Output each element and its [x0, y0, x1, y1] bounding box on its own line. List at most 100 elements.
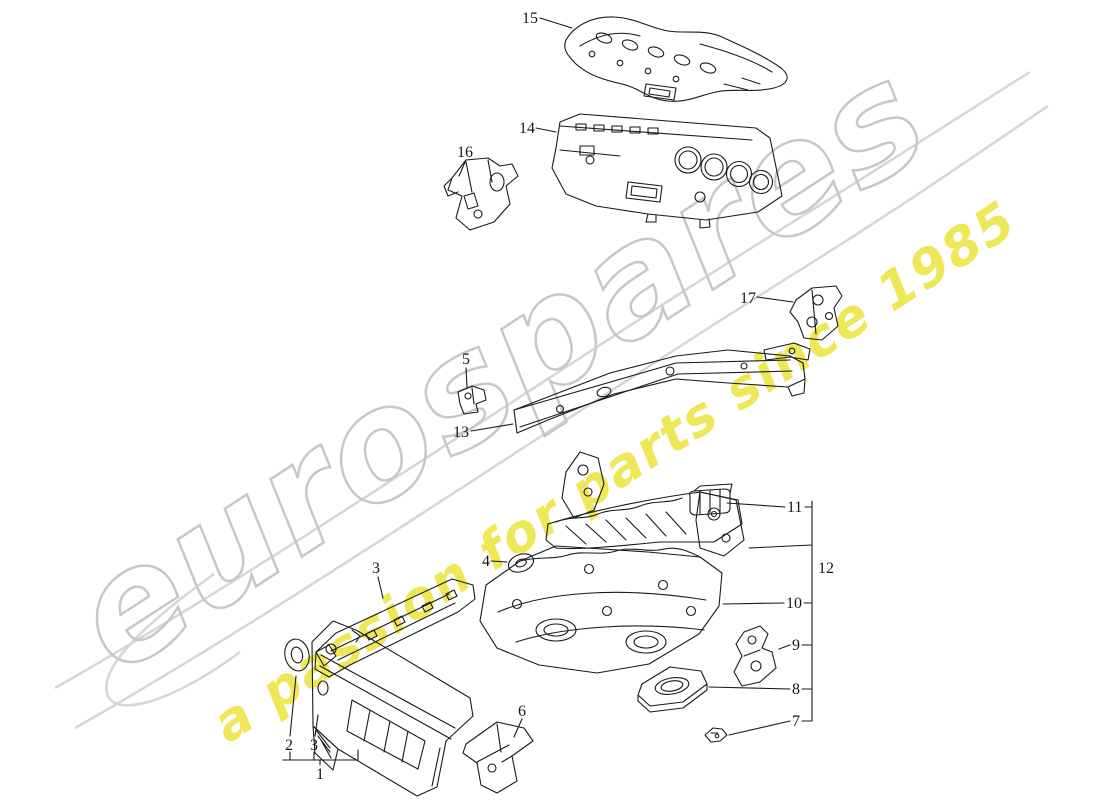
part-hole: [583, 487, 593, 497]
part-detail: [579, 32, 773, 91]
bracket-1: [282, 749, 359, 766]
part-front-panel-3: [314, 578, 476, 678]
part-closing-panel-6: [462, 721, 534, 794]
part-outline: [284, 638, 310, 672]
part-hole: [654, 677, 690, 695]
part-front-panel-assembly-1: [311, 620, 474, 797]
part-hole: [555, 404, 565, 414]
part-detail: [497, 547, 707, 643]
part-hole: [644, 67, 652, 75]
callout-13[interactable]: 13: [453, 424, 469, 441]
callout-15[interactable]: 15: [522, 10, 538, 27]
part-clip-7: [704, 727, 728, 743]
part-detail: [513, 359, 806, 428]
gauge-hole: [674, 146, 702, 174]
part-hole: [750, 660, 762, 672]
leader-14: [535, 127, 557, 133]
leader-10: [722, 602, 785, 605]
callout-2[interactable]: 2: [285, 737, 293, 754]
part-hole: [714, 733, 720, 739]
callout-10[interactable]: 10: [786, 595, 802, 612]
radiator-opening: [346, 699, 426, 770]
leader-8: [708, 686, 791, 690]
gauge-hole-inner: [704, 157, 724, 177]
callout-leader-lines: [282, 17, 813, 766]
callout-4[interactable]: 4: [482, 553, 490, 570]
callout-12[interactable]: 12: [818, 560, 834, 577]
part-hole: [595, 32, 613, 44]
pan-depression: [625, 630, 667, 654]
crossbeam: [319, 654, 456, 787]
part-hole: [621, 39, 639, 51]
hatch-lines: [565, 511, 687, 545]
gusset-fin: [561, 451, 605, 519]
callout-8[interactable]: 8: [792, 681, 800, 698]
part-outline: [637, 666, 708, 707]
callout-7[interactable]: 7: [792, 713, 800, 730]
gauge-hole: [700, 153, 728, 181]
part-hole: [657, 579, 669, 591]
part-mount-frame-8: [637, 666, 708, 713]
callout-16[interactable]: 16: [457, 144, 473, 161]
callout-14[interactable]: 14: [519, 120, 535, 137]
callout-numbers: 15 14 16 17 5 13 11 12 4 3 10 9 8 7 2 3 …: [285, 10, 834, 783]
lower-flap: [312, 725, 339, 771]
callout-3-lower[interactable]: 3: [310, 737, 318, 754]
leader-2: [289, 675, 297, 737]
part-hole: [577, 464, 589, 476]
leader-3-lower: [314, 714, 319, 737]
part-hole: [585, 155, 595, 165]
callout-5[interactable]: 5: [462, 351, 470, 368]
callout-3-upper[interactable]: 3: [372, 560, 380, 577]
part-cutout: [643, 83, 677, 101]
part-outline: [314, 578, 476, 678]
part-bracket-17: [789, 285, 843, 341]
callout-9[interactable]: 9: [792, 637, 800, 654]
part-ring-2: [284, 638, 310, 672]
part-hole: [665, 366, 675, 376]
pan-depression: [535, 618, 577, 642]
part-outline: [564, 16, 788, 102]
part-hole: [685, 605, 697, 617]
part-hole: [721, 533, 731, 543]
part-detail: [471, 387, 475, 405]
part-hole: [473, 209, 483, 219]
part-vent-slots: [575, 123, 659, 135]
part-bracket-16: [443, 157, 519, 231]
part-hole: [489, 172, 505, 192]
leader-3-upper: [377, 576, 384, 599]
part-detail: [811, 289, 817, 335]
part-slot: [463, 192, 479, 210]
part-hole: [673, 54, 691, 66]
part-detail: [555, 497, 683, 523]
part-outline: [688, 488, 731, 516]
gauge-hole-inner: [678, 150, 698, 170]
part-hole: [694, 191, 706, 203]
part-outline: [733, 625, 777, 687]
callout-11[interactable]: 11: [787, 499, 802, 516]
callout-1[interactable]: 1: [316, 766, 324, 783]
part-hole: [601, 605, 613, 617]
part-hole: [290, 646, 304, 664]
bulkhead-crossmember: [545, 451, 745, 557]
leader-13: [470, 423, 514, 432]
part-hole: [511, 598, 523, 610]
callout-6[interactable]: 6: [518, 703, 526, 720]
part-hole: [317, 680, 329, 696]
part-detail: [693, 483, 733, 515]
swoosh-curve-upper: [54, 70, 1031, 690]
part-hole: [325, 643, 337, 655]
part-hole: [699, 62, 717, 74]
leader-15: [539, 17, 573, 29]
swoosh-loop: [105, 572, 241, 707]
part-floor-pan-10: [479, 545, 723, 674]
pan-depression-inner: [633, 635, 659, 649]
part-hole: [812, 294, 824, 306]
part-bracket-9: [733, 625, 777, 687]
callout-17[interactable]: 17: [740, 290, 756, 307]
part-outline: [545, 491, 743, 550]
part-outline: [457, 385, 487, 415]
part-outline: [513, 349, 806, 434]
